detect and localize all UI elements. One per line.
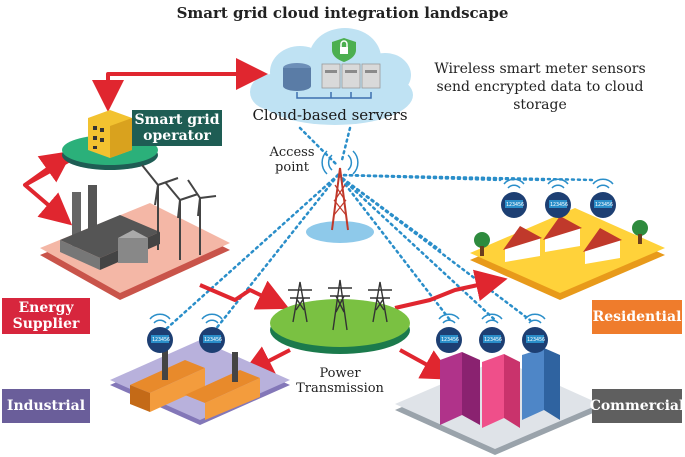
access-point-label: Access point <box>269 145 315 175</box>
tag-smart-grid-operator: Smart grid operator <box>132 110 222 146</box>
meter-com-1: 123456 <box>436 327 462 353</box>
meter-ind-2: 123456 <box>199 327 225 353</box>
transmission-island <box>270 299 410 354</box>
meter-ind-1: 123456 <box>147 327 173 353</box>
meter-signal-icons <box>149 178 614 324</box>
server-icons <box>283 63 381 99</box>
meter-com-2: 123456 <box>479 327 505 353</box>
industrial-site <box>110 340 290 425</box>
power-plant <box>40 185 230 300</box>
svg-text:123456: 123456 <box>550 202 568 208</box>
cloud-operator-arrow <box>92 58 268 112</box>
svg-text:123456: 123456 <box>441 337 459 343</box>
svg-text:123456: 123456 <box>484 337 502 343</box>
pylon-icons <box>288 279 392 331</box>
tag-industrial: Industrial <box>2 389 90 423</box>
meter-res-1: 123456 <box>501 192 527 218</box>
meter-res-2: 123456 <box>545 192 571 218</box>
tag-energy-supplier: Energy Supplier <box>2 298 90 334</box>
meter-com-3: 123456 <box>522 327 548 353</box>
smart-meters: 123456 123456 123456 123456 123456 12345… <box>147 192 616 353</box>
tag-residential: Residential <box>592 300 682 334</box>
access-point-tower <box>306 167 374 243</box>
svg-text:123456: 123456 <box>152 337 170 343</box>
tag-commercial: Commercial <box>590 389 684 423</box>
power-transmission-label: Power Transmission <box>296 366 384 396</box>
svg-text:123456: 123456 <box>506 202 524 208</box>
operator-building <box>62 110 158 170</box>
cloud-label: Cloud-based servers <box>252 106 408 124</box>
wind-turbines <box>141 164 217 260</box>
wireless-note: Wireless smart meter sensors send encryp… <box>434 61 646 113</box>
svg-text:123456: 123456 <box>204 337 222 343</box>
signal-icon <box>321 150 359 175</box>
svg-text:123456: 123456 <box>527 337 545 343</box>
diagram-title: Smart grid cloud integration landscape <box>176 4 509 22</box>
meter-res-3: 123456 <box>590 192 616 218</box>
lock-icon <box>332 38 356 62</box>
power-flow-arrows <box>199 269 508 380</box>
svg-text:123456: 123456 <box>595 202 613 208</box>
residential-site <box>470 208 665 300</box>
commercial-site <box>395 348 600 455</box>
operator-plant-arrow <box>23 150 74 226</box>
